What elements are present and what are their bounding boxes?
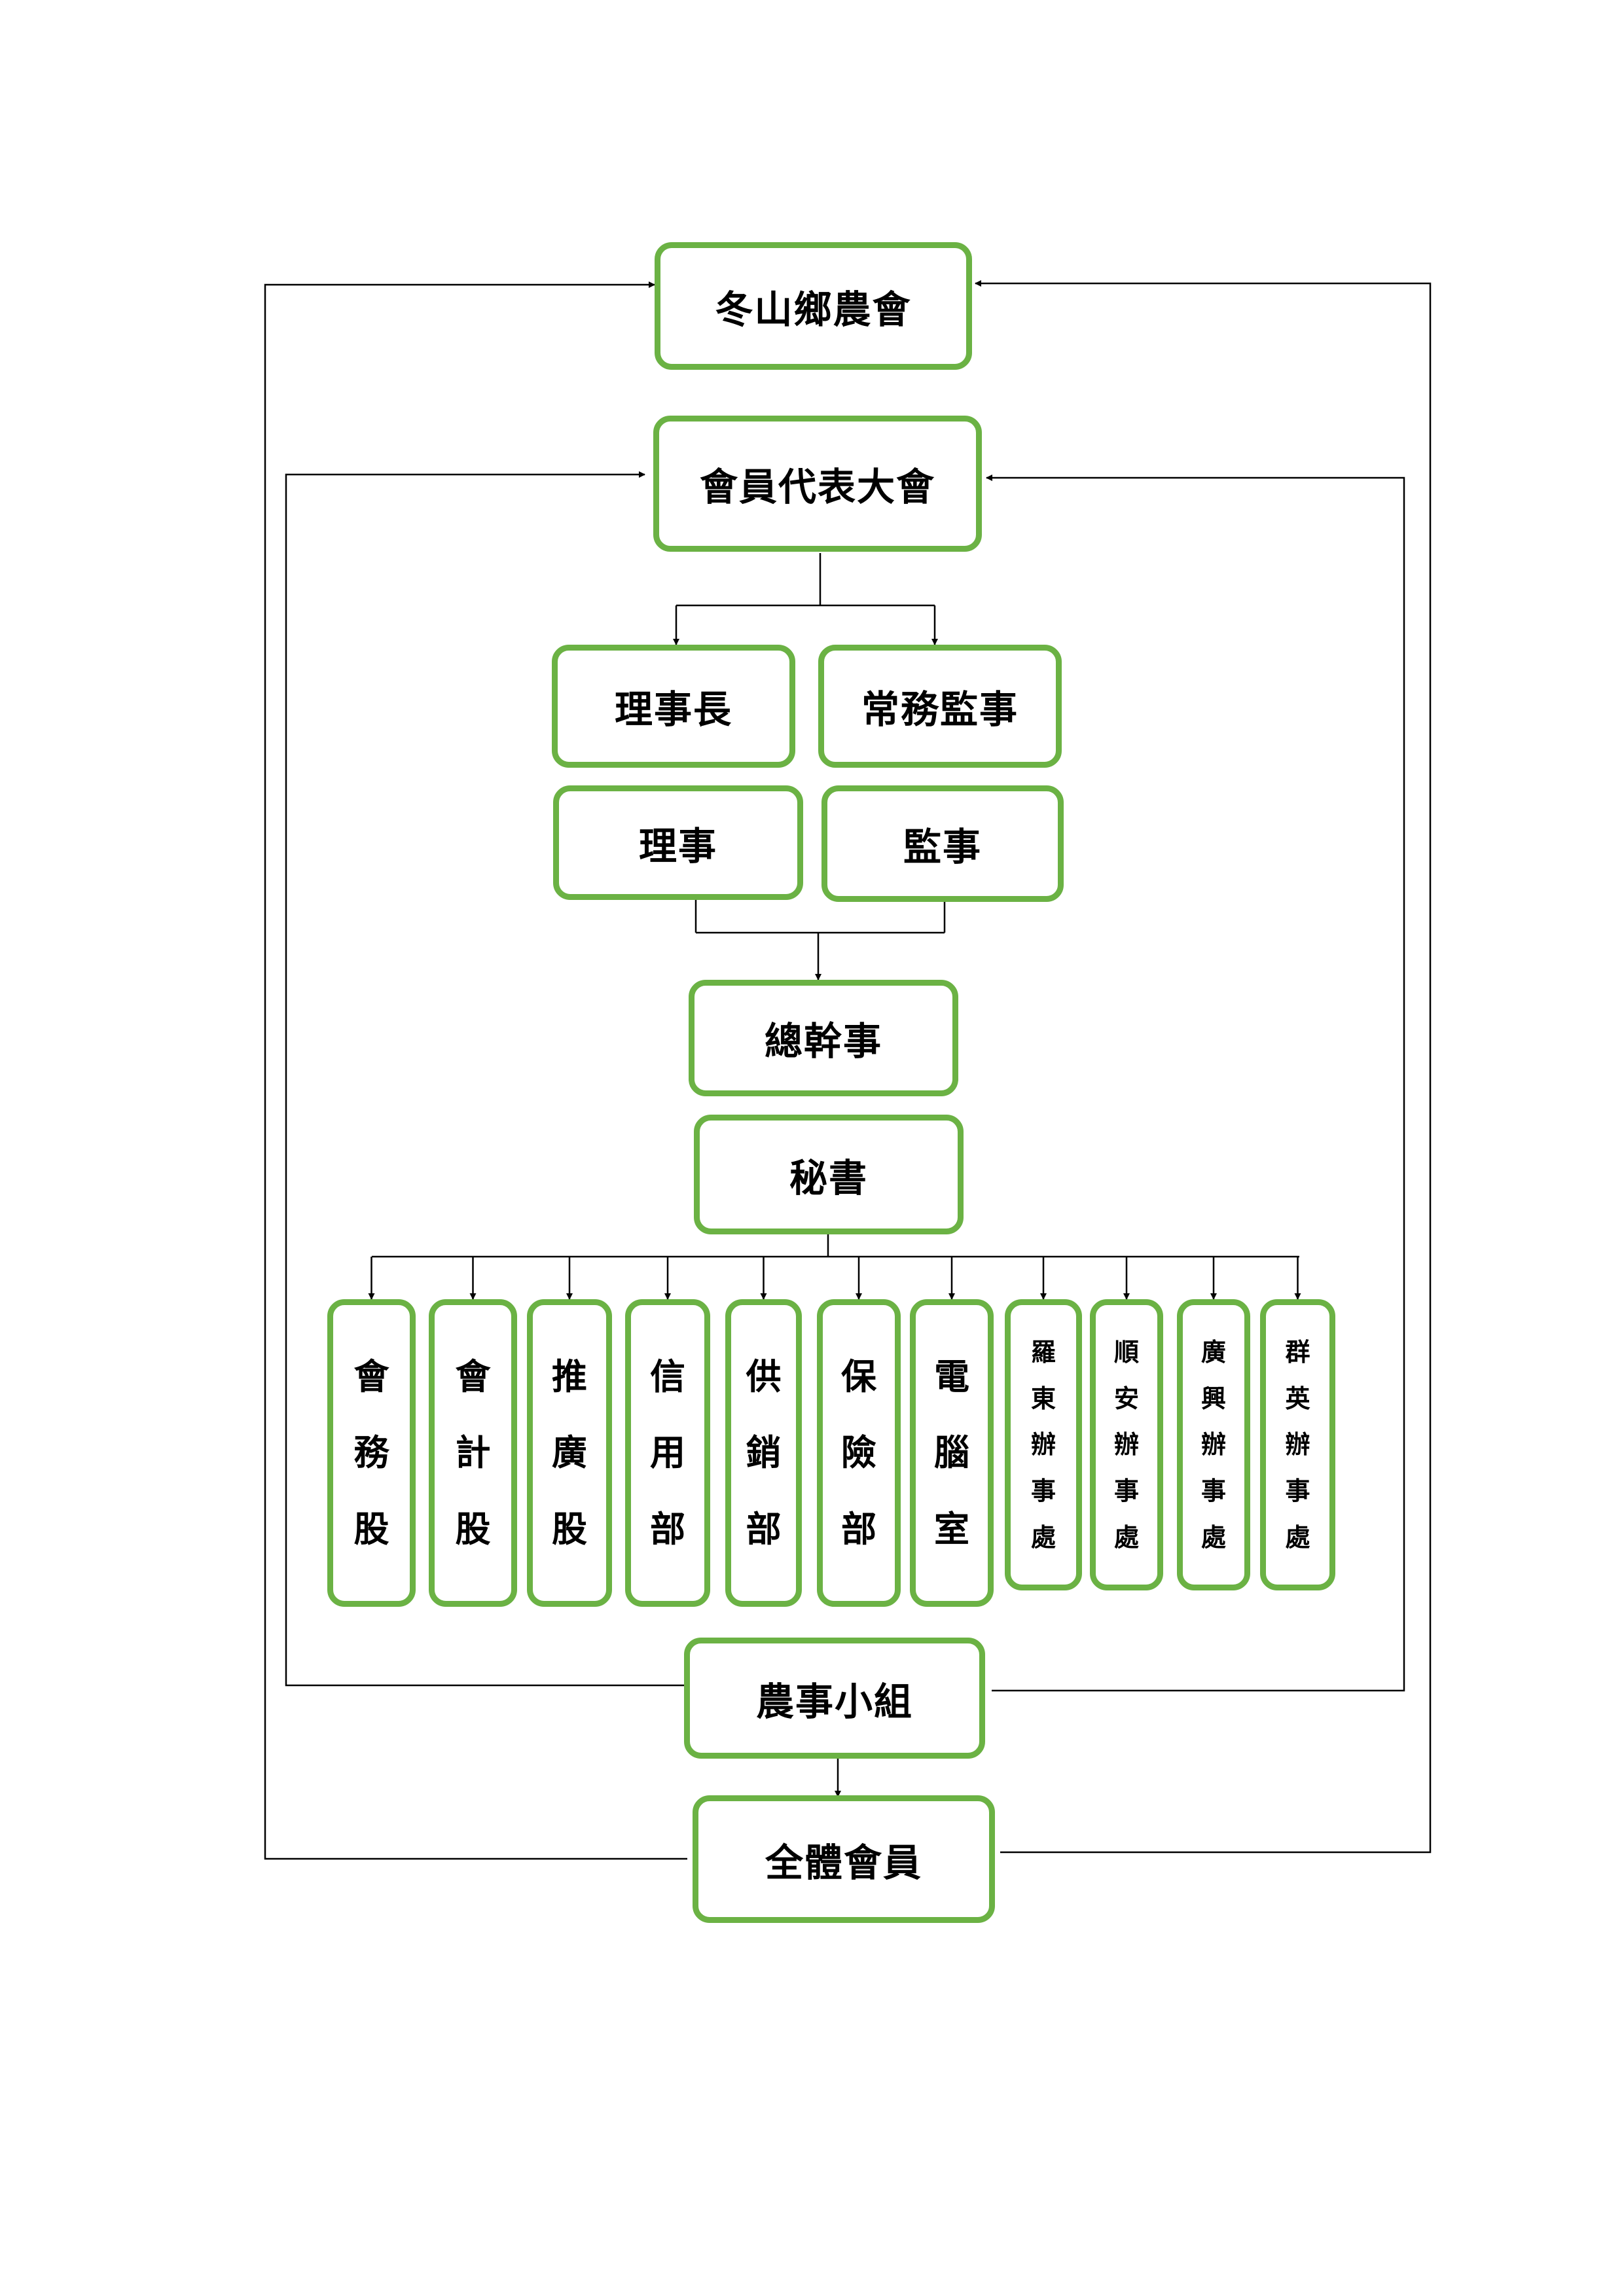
standing-supervisor-label: 常務監事	[861, 687, 1019, 732]
department-label-char: 股	[455, 1508, 491, 1550]
department-label-char: 會	[353, 1355, 389, 1397]
secretary-label: 秘書	[789, 1155, 868, 1200]
department-box: 信用部	[625, 1299, 710, 1607]
general-manager-box: 總幹事	[689, 980, 958, 1096]
department-label-char: 英	[1285, 1384, 1310, 1413]
department-label-char: 用	[650, 1432, 685, 1473]
department-box: 會務股	[327, 1299, 416, 1607]
farm-groups-label: 農事小組	[755, 1679, 913, 1724]
department-label-char: 計	[455, 1432, 491, 1473]
general-manager-label: 總幹事	[764, 1019, 882, 1064]
department-label-char: 處	[1285, 1523, 1310, 1552]
department-label-char: 處	[1030, 1523, 1056, 1552]
department-label-char: 安	[1113, 1384, 1139, 1413]
department-label-char: 部	[650, 1508, 685, 1550]
supervisors-label: 監事	[903, 825, 982, 869]
department-label-char: 辦	[1200, 1430, 1226, 1460]
farmers-association-label: 冬山鄉農會	[715, 287, 912, 332]
department-label-char: 腦	[934, 1432, 969, 1473]
department-label-char: 興	[1200, 1384, 1226, 1413]
department-label-char: 事	[1113, 1477, 1139, 1506]
department-box: 會計股	[429, 1299, 517, 1607]
department-arrows	[368, 1257, 1301, 1300]
representatives-assembly-label: 會員代表大會	[699, 465, 935, 509]
department-label-char: 羅	[1030, 1337, 1056, 1367]
outer-left-line	[264, 281, 687, 1860]
department-box: 順安辦事處	[1090, 1299, 1163, 1590]
directors-box: 理事	[553, 785, 803, 900]
department-box: 羅東辦事處	[1005, 1299, 1082, 1590]
farmers-association-box: 冬山鄉農會	[655, 242, 972, 370]
chairman-box: 理事長	[552, 645, 795, 768]
inner-left-line	[285, 471, 684, 1687]
all-members-box: 全體會員	[693, 1795, 995, 1923]
department-label-char: 辦	[1285, 1430, 1310, 1460]
department-label-char: 保	[841, 1355, 876, 1397]
department-label-char: 廣	[552, 1432, 587, 1473]
department-box: 群英辦事處	[1260, 1299, 1335, 1590]
department-label-char: 險	[841, 1432, 876, 1473]
department-label-char: 辦	[1113, 1430, 1139, 1460]
department-box: 供銷部	[725, 1299, 802, 1607]
secretary-box: 秘書	[694, 1115, 964, 1234]
chairman-label: 理事長	[614, 687, 732, 732]
supervisors-box: 監事	[821, 785, 1064, 902]
department-label-char: 供	[746, 1355, 782, 1397]
department-label-char: 廣	[1200, 1337, 1226, 1367]
farm-groups-box: 農事小組	[684, 1638, 985, 1759]
department-label-char: 務	[353, 1432, 389, 1473]
department-box: 電腦室	[910, 1299, 994, 1607]
department-label-char: 銷	[746, 1432, 782, 1473]
department-label-char: 股	[552, 1508, 587, 1550]
department-label-char: 群	[1285, 1337, 1310, 1367]
department-label-char: 順	[1113, 1337, 1139, 1367]
department-label-char: 股	[353, 1508, 389, 1550]
department-label-char: 室	[934, 1508, 969, 1550]
department-label-char: 會	[455, 1355, 491, 1397]
inner-right-line	[986, 475, 1405, 1692]
directors-label: 理事	[638, 823, 717, 869]
standing-supervisor-box: 常務監事	[818, 645, 1062, 768]
department-box: 廣興辦事處	[1177, 1299, 1250, 1590]
department-label-char: 東	[1030, 1384, 1056, 1413]
department-label-char: 處	[1113, 1523, 1139, 1552]
department-box: 保險部	[817, 1299, 901, 1607]
department-label-char: 辦	[1030, 1430, 1056, 1460]
department-label-char: 部	[746, 1508, 782, 1550]
all-members-label: 全體會員	[765, 1840, 922, 1885]
department-label-char: 處	[1200, 1523, 1226, 1552]
outer-right-line	[975, 280, 1432, 1854]
department-label-char: 事	[1200, 1477, 1226, 1506]
department-label-char: 電	[934, 1355, 969, 1397]
department-label-char: 推	[552, 1355, 587, 1397]
department-label-char: 事	[1285, 1477, 1310, 1506]
representatives-assembly-box: 會員代表大會	[653, 416, 982, 552]
department-label-char: 部	[841, 1508, 876, 1550]
department-label-char: 事	[1030, 1477, 1056, 1506]
department-box: 推廣股	[527, 1299, 612, 1607]
department-label-char: 信	[650, 1355, 685, 1397]
